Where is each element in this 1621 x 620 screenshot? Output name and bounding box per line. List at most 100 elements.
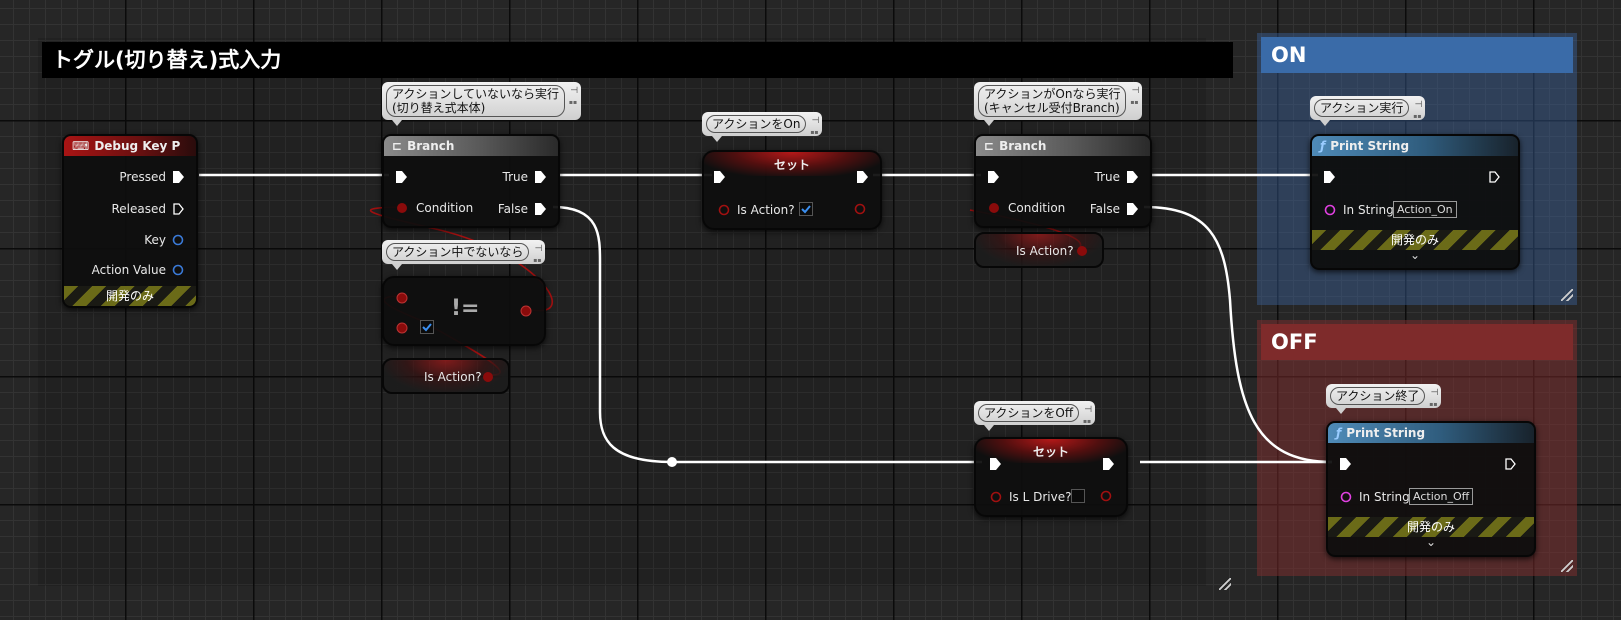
output-pin[interactable]	[520, 305, 532, 317]
node-branch-1[interactable]: ⊏ Branch True Condition False	[382, 134, 560, 228]
node-header[interactable]: ⊏ Branch	[384, 136, 558, 156]
node-title: Debug Key P	[94, 139, 181, 153]
node-get-is-action-2[interactable]: Is Action?	[974, 232, 1104, 268]
value-b-checkbox[interactable]	[420, 320, 434, 334]
exec-input-pin[interactable]	[714, 171, 725, 183]
node-header[interactable]: ƒ Print String	[1328, 423, 1534, 443]
keyboard-icon: ⌨	[72, 139, 90, 153]
comment-bubble-print-off[interactable]: アクション終了 ⊣ ▪▪	[1326, 384, 1442, 414]
value-input-pin[interactable]	[718, 204, 730, 216]
pin-icon[interactable]: ⊣	[811, 116, 820, 126]
exec-output-pin[interactable]	[1505, 458, 1516, 470]
exec-pin-pressed[interactable]	[173, 171, 184, 183]
comment-bubble-branch2[interactable]: アクションがOnなら実行 (キャンセル受付Branch) ⊣ ▪▪	[974, 82, 1143, 126]
node-debug-key-p[interactable]: ⌨ Debug Key P Pressed Released Key Actio…	[62, 134, 198, 308]
comment-bubble-not-equal[interactable]: アクション中でないなら ⊣ ▪▪	[382, 240, 546, 270]
comment-title-main[interactable]: トグル(切り替え)式入力	[42, 42, 1233, 78]
bubble-text: アクションがOnなら実行 (キャンセル受付Branch)	[978, 85, 1127, 117]
node-header[interactable]: セット	[704, 152, 880, 176]
bubble-text: アクション中でないなら	[386, 243, 530, 261]
in-string-pin[interactable]	[1324, 204, 1336, 216]
exec-pin-true[interactable]	[535, 171, 546, 183]
comment-title-on[interactable]: ON	[1261, 37, 1573, 73]
comment-bubble-print-on[interactable]: アクション実行 ⊣ ▪▪	[1310, 96, 1426, 126]
node-header[interactable]: セット	[976, 439, 1126, 463]
exec-input-pin[interactable]	[1324, 171, 1335, 183]
exec-output-pin[interactable]	[857, 171, 868, 183]
pin-icon[interactable]: ⊣	[570, 86, 579, 96]
exec-pin-false[interactable]	[1127, 203, 1138, 215]
node-header[interactable]: ⊏ Branch	[976, 136, 1150, 156]
output-pin[interactable]	[1076, 245, 1088, 257]
exec-output-pin[interactable]	[1103, 458, 1114, 470]
pin-label-false: False	[497, 202, 528, 216]
input-pin-b[interactable]	[396, 322, 408, 334]
pin-label-true: True	[502, 170, 529, 184]
bubble-text: アクション終了	[1330, 387, 1426, 405]
node-not-equal[interactable]: !=	[382, 276, 546, 346]
condition-pin[interactable]	[396, 202, 408, 214]
is-l-drive-checkbox[interactable]	[1071, 489, 1085, 503]
value-output-pin[interactable]	[854, 203, 866, 215]
comment-bubble-set-off[interactable]: アクションをOff ⊣ ▪▪	[974, 401, 1096, 431]
exec-input-pin[interactable]	[1340, 458, 1351, 470]
exec-pin-released[interactable]	[173, 203, 184, 215]
exec-input-pin[interactable]	[396, 171, 407, 183]
exec-input-pin[interactable]	[988, 171, 999, 183]
in-string-input[interactable]: Action_On	[1393, 201, 1457, 218]
node-title: Branch	[999, 139, 1047, 153]
branch-icon: ⊏	[984, 139, 995, 153]
pin-icon[interactable]: ⊣	[1131, 86, 1140, 96]
node-get-is-action-1[interactable]: Is Action?	[382, 358, 510, 394]
pin-dots-icon: ▪▪	[1413, 113, 1422, 120]
pin-dots-icon: ▪▪	[568, 99, 578, 106]
pin-icon[interactable]: ⊣	[1414, 100, 1423, 110]
node-title: セット	[773, 157, 810, 172]
node-set-is-action-on[interactable]: セット Is Action?	[702, 150, 882, 230]
exec-output-pin[interactable]	[1489, 171, 1500, 183]
pin-label-in-string: In String	[1359, 490, 1410, 504]
pin-icon[interactable]: ⊣	[534, 244, 543, 254]
exec-pin-true[interactable]	[1127, 171, 1138, 183]
in-string-input[interactable]: Action_Off	[1409, 488, 1474, 505]
in-string-pin[interactable]	[1340, 491, 1352, 503]
resize-handle-icon[interactable]	[1561, 289, 1573, 301]
pin-label-released: Released	[111, 202, 166, 216]
is-action-checkbox[interactable]	[799, 202, 813, 216]
condition-pin[interactable]	[988, 202, 1000, 214]
reroute-node	[667, 457, 677, 467]
expand-chevron-icon[interactable]: ⌄	[1425, 535, 1437, 549]
pin-label-pressed: Pressed	[119, 170, 166, 184]
variable-label: Is Action?	[424, 370, 482, 384]
exec-wire-branch1-false-to-set-off	[552, 205, 982, 464]
expand-chevron-icon[interactable]: ⌄	[1409, 248, 1421, 262]
node-branch-2[interactable]: ⊏ Branch True Condition False	[974, 134, 1152, 228]
pin-label-false: False	[1089, 202, 1120, 216]
node-print-string-on[interactable]: ƒ Print String In String Action_On 開発のみ …	[1310, 134, 1520, 270]
not-equal-symbol: !=	[451, 296, 480, 321]
pin-icon[interactable]: ⊣	[1430, 388, 1439, 398]
comment-bubble-set-on[interactable]: アクションをOn ⊣ ▪▪	[702, 112, 823, 142]
node-print-string-off[interactable]: ƒ Print String In String Action_Off 開発のみ…	[1326, 421, 1536, 557]
bubble-text: アクションをOn	[706, 115, 807, 133]
value-output-pin[interactable]	[1100, 490, 1112, 502]
node-set-is-l-drive-off[interactable]: セット Is L Drive?	[974, 437, 1128, 517]
exec-pin-false[interactable]	[535, 203, 546, 215]
key-pin[interactable]	[172, 234, 184, 246]
comment-title-off[interactable]: OFF	[1261, 324, 1573, 360]
node-header[interactable]: ƒ Print String	[1312, 136, 1518, 156]
pin-label-in-string: In String	[1343, 203, 1394, 217]
bubble-text: アクションしていないなら実行 (切り替え式本体)	[386, 85, 566, 117]
pin-label-key: Key	[144, 233, 166, 247]
exec-input-pin[interactable]	[990, 458, 1001, 470]
comment-bubble-branch1[interactable]: アクションしていないなら実行 (切り替え式本体) ⊣ ▪▪	[382, 82, 582, 126]
value-input-pin[interactable]	[990, 491, 1002, 503]
output-pin[interactable]	[482, 371, 494, 383]
action-value-pin[interactable]	[172, 264, 184, 276]
input-pin-a[interactable]	[396, 292, 408, 304]
node-header[interactable]: ⌨ Debug Key P	[64, 136, 196, 156]
resize-handle-icon[interactable]	[1561, 560, 1573, 572]
pin-icon[interactable]: ⊣	[1084, 405, 1093, 415]
resize-handle-icon[interactable]	[1219, 578, 1231, 590]
